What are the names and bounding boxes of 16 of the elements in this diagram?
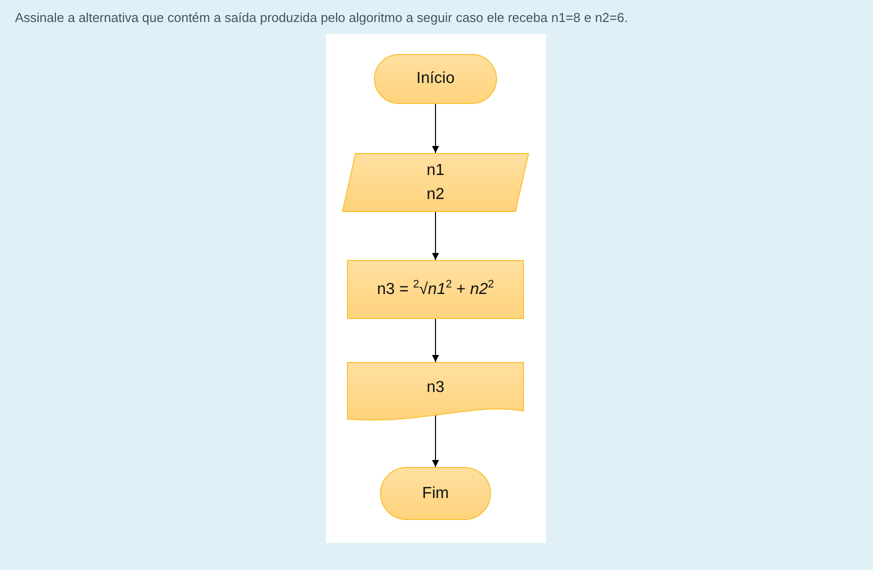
input-parallelogram [342, 153, 529, 212]
formula: n3 = $^{2}$√n1$^{2}$ + n2$^{2}$ [376, 278, 494, 300]
node-label: Fim [422, 484, 449, 504]
output-document-shape [347, 362, 524, 422]
question-text: Assinale a alternativa que contém a saída produzida pelo algoritmo a seguir caso ele receba n1=8 e n2=6. [15, 10, 628, 25]
arrow [432, 414, 439, 468]
node-label: Início [416, 69, 455, 89]
arrow [432, 212, 439, 260]
node-label: n2 [426, 184, 444, 204]
arrow [432, 104, 439, 154]
end-terminator [380, 467, 491, 520]
node-label: n1 [426, 160, 444, 180]
start-terminator [374, 54, 497, 104]
process-box [347, 260, 524, 319]
arrow [432, 318, 439, 362]
node-label: n3 [426, 378, 444, 398]
